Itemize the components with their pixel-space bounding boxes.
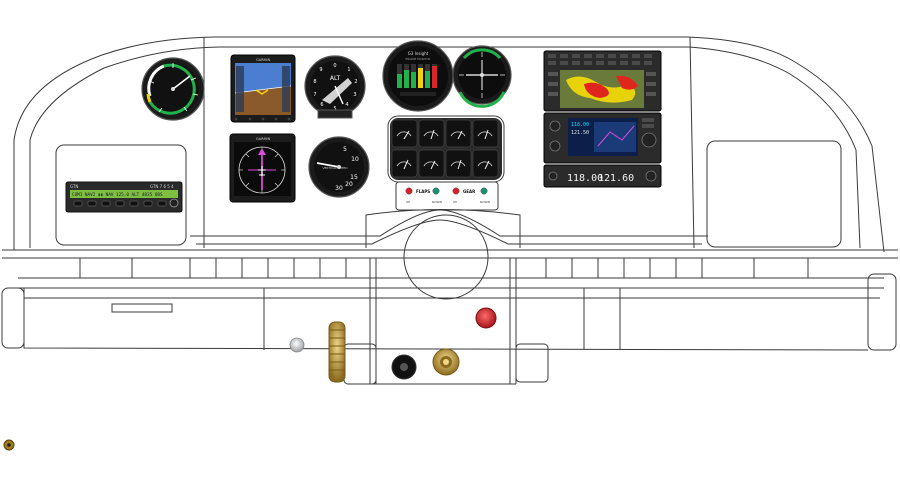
flaps-label: FLAPS (416, 189, 430, 194)
engine-monitor: G3 Insight ENGINE MONITOR (382, 40, 454, 112)
gear-down-switch[interactable] (480, 187, 488, 195)
mfd-display (543, 50, 662, 112)
com-radio-standby: 118.00 121.60 (543, 164, 662, 188)
vsi-mark: 10 (351, 156, 359, 163)
panel-outline (1, 36, 898, 385)
gear-up-label: UP (453, 200, 457, 204)
engine-gauge-cluster (390, 118, 502, 180)
altimeter-mark: 7 (313, 92, 316, 98)
comm-radio-button[interactable] (143, 200, 153, 207)
altimeter-label: ALT (330, 75, 341, 82)
engine-monitor-bars (397, 64, 437, 88)
altimeter-mark: 2 (354, 79, 357, 85)
gps-second-freq: 121.50 (571, 130, 589, 136)
flaps-up-label: UP (406, 200, 410, 204)
trim-wheel[interactable] (328, 321, 346, 383)
comm-radio-button[interactable] (87, 200, 97, 207)
hsi-aircraft-symbol (258, 166, 266, 176)
comm-radio: GTN GTN 7 6 5 4 COM1 NAV2 ▮▮ NAV 125.0 A… (65, 181, 183, 213)
vertical-speed-indicator: 5 10 15 20 30 VERTICAL SPEED (308, 136, 370, 198)
altimeter-setting-knob[interactable] (317, 109, 353, 119)
altimeter-mark: 6 (320, 102, 323, 108)
gps-nav-com: 118.00 121.50 (543, 112, 662, 164)
ignition-switch[interactable] (391, 354, 417, 380)
gear-label: GEAR (463, 189, 475, 194)
engine-gauge (472, 119, 499, 148)
panel-light-knob[interactable] (289, 337, 305, 353)
flaps-up-switch[interactable] (405, 187, 413, 195)
comm-radio-button[interactable] (129, 200, 139, 207)
altimeter-mark: 9 (319, 67, 322, 73)
pfd-airspeed-tape (236, 66, 244, 112)
altimeter: 0 1 2 3 4 5 6 7 8 9 ALT (304, 55, 366, 119)
com-active-freq: 118.00 (567, 173, 603, 184)
pfd-ground (235, 86, 291, 115)
engine-gauge (418, 119, 445, 148)
altimeter-mark: 8 (313, 79, 316, 85)
comm-radio-button[interactable] (115, 200, 125, 207)
comm-radio-knob[interactable] (169, 198, 179, 208)
airspeed-needle (172, 75, 191, 90)
vsi-mark: 15 (350, 174, 358, 181)
vsi-mark: 20 (345, 181, 353, 188)
vsi-mark: 5 (343, 146, 347, 153)
comm-radio-display (70, 190, 178, 198)
engine-gauge (391, 119, 418, 148)
comm-radio-button[interactable] (157, 200, 167, 207)
comm-radio-display-text: COM1 NAV2 ▮▮ NAV 125.0 ALT 4835 OBS (72, 192, 163, 198)
airspeed-green-arc (148, 63, 196, 115)
vsi-label: VERTICAL SPEED (322, 166, 348, 170)
hsi-brand: GARMIN (256, 137, 271, 141)
hsi-display: GARMIN (229, 133, 296, 203)
engine-gauge (445, 119, 472, 148)
engine-gauge (445, 149, 472, 178)
airspeed-white-arc (147, 64, 165, 97)
pfd-aircraft-symbol (255, 89, 269, 95)
engine-gauge (418, 149, 445, 178)
flaps-down-label: DOWN (432, 200, 442, 204)
attitude-indicator (452, 45, 512, 108)
com-tune-knob[interactable] (645, 170, 657, 182)
pfd-altitude-tape (282, 66, 290, 112)
mixture-red-knob[interactable] (475, 307, 497, 329)
gps-top-freq: 118.00 (571, 122, 589, 128)
airspeed-indicator (141, 57, 205, 121)
engine-gauge (472, 149, 499, 178)
flaps-gear-switches: FLAPS GEAR UP DOWN UP DOWN (405, 187, 490, 204)
altimeter-mark: 4 (345, 102, 348, 108)
pfd-display: GARMIN (230, 54, 296, 123)
gear-down-label: DOWN (480, 200, 490, 204)
engine-monitor-subtitle: ENGINE MONITOR (406, 57, 431, 61)
gps-squelch-knob[interactable] (549, 140, 561, 152)
flaps-down-switch[interactable] (432, 187, 440, 195)
engine-monitor-brand: G3 Insight (408, 51, 429, 56)
altimeter-mark: 0 (333, 63, 336, 69)
engine-gauge (391, 149, 418, 178)
altimeter-mark: 3 (353, 92, 356, 98)
pfd-brand: GARMIN (256, 58, 271, 62)
comm-radio-brand-right: GTN 7 6 5 4 (150, 184, 174, 189)
gps-volume-knob[interactable] (549, 120, 561, 132)
altimeter-mark: 5 (333, 106, 336, 112)
airspeed-yellow-arc (146, 93, 152, 103)
gear-up-switch[interactable] (452, 187, 460, 195)
vsi-needle (316, 162, 340, 168)
gps-inner-knob[interactable] (641, 132, 657, 148)
altimeter-mark: 1 (347, 67, 350, 73)
throttle-knob[interactable] (432, 348, 460, 376)
comm-radio-button[interactable] (101, 200, 111, 207)
comm-radio-brand: GTN (70, 184, 78, 189)
vsi-mark: 30 (335, 185, 343, 192)
com-standby-freq: 121.60 (598, 173, 634, 184)
comm-radio-button[interactable] (73, 200, 83, 207)
com-volume-knob[interactable] (548, 171, 558, 181)
